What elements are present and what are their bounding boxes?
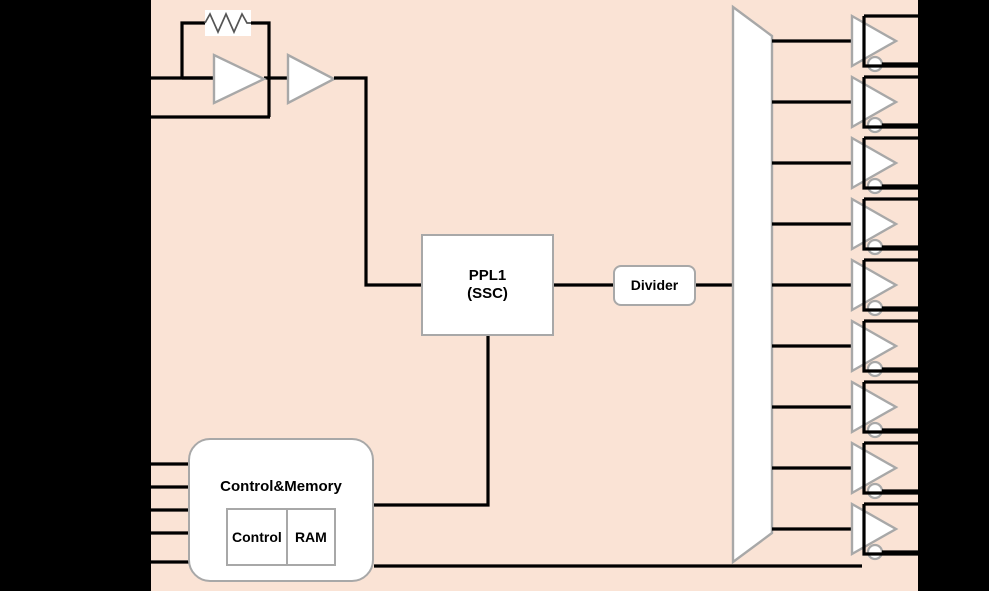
output-buffer-6[interactable] xyxy=(850,318,918,378)
oscillator-amp1-icon xyxy=(212,53,267,105)
control-memory-block[interactable]: Control&Memory Control RAM xyxy=(188,438,374,582)
ram-cell[interactable]: RAM xyxy=(294,528,327,545)
oscillator-feedback-wire xyxy=(180,21,271,117)
output-buffer-7[interactable] xyxy=(850,379,918,439)
divider-block[interactable]: Divider xyxy=(613,265,696,306)
oscillator-amp2-icon xyxy=(286,53,337,105)
output-buffer-2[interactable] xyxy=(850,74,918,134)
pll-block[interactable]: PPL1 (SSC) xyxy=(421,234,554,336)
control-cell[interactable]: Control xyxy=(228,510,288,564)
control-memory-title: Control&Memory xyxy=(220,478,342,495)
output-buffer-5[interactable] xyxy=(850,257,918,317)
resistor-zigzag-icon xyxy=(204,11,251,35)
output-buffer-4[interactable] xyxy=(850,196,918,256)
pll-to-control-wire xyxy=(374,336,490,507)
resistor-body xyxy=(205,10,251,36)
output-buffer-3[interactable] xyxy=(850,135,918,195)
mux-block[interactable] xyxy=(731,4,774,565)
amp2-to-pll-wire xyxy=(334,76,421,287)
output-buffer-8[interactable] xyxy=(850,440,918,500)
pll-label-line1: PPL1 xyxy=(468,267,507,285)
output-buffer-1[interactable] xyxy=(850,13,918,73)
divider-label: Divider xyxy=(630,277,679,294)
control-memory-cells: Control RAM xyxy=(226,508,336,566)
pll-label-line2: (SSC) xyxy=(467,285,508,302)
output-buffer-9[interactable] xyxy=(850,501,918,561)
